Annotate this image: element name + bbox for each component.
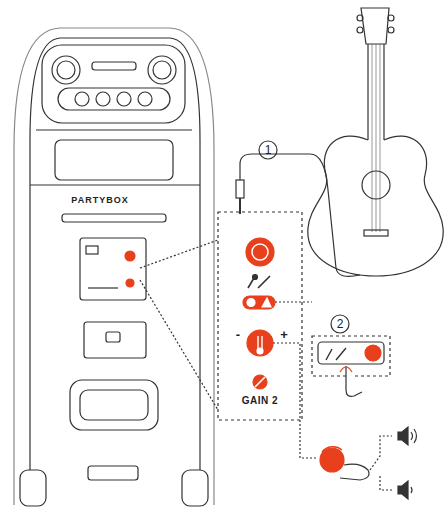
line-art <box>308 136 443 276</box>
line-art <box>357 15 363 21</box>
line-art <box>239 198 241 214</box>
line-art <box>240 154 360 276</box>
line-art <box>252 244 268 260</box>
line-art <box>370 436 392 490</box>
line-art <box>331 315 349 333</box>
speaker-body <box>14 28 214 506</box>
line-art <box>411 429 417 443</box>
line-art <box>55 140 173 180</box>
line-art <box>248 276 270 288</box>
line-art <box>42 45 185 123</box>
volume-knob-leader <box>273 343 318 458</box>
guitar <box>308 8 443 276</box>
line-art <box>106 332 120 342</box>
line-art <box>259 141 277 159</box>
line-art <box>20 470 46 506</box>
line-art <box>255 377 265 387</box>
control-label: GAIN 2 <box>236 396 284 406</box>
line-art <box>247 330 273 356</box>
line-art <box>126 279 134 287</box>
line-art <box>253 375 267 389</box>
line-art <box>340 464 369 480</box>
line-art <box>326 348 346 360</box>
line-art <box>318 342 384 364</box>
line-art <box>246 238 274 266</box>
line-art <box>275 301 312 302</box>
line-art <box>58 88 170 110</box>
line-art <box>117 92 131 106</box>
line-art <box>153 61 171 79</box>
line-art <box>57 61 75 79</box>
line-art <box>75 92 89 106</box>
line-art <box>236 180 244 198</box>
line-art <box>36 129 192 130</box>
guitar-cable <box>236 154 360 276</box>
line-art <box>70 380 158 430</box>
line-art <box>138 92 152 106</box>
line-art <box>320 448 344 472</box>
line-art <box>253 275 258 280</box>
line-art <box>30 38 200 505</box>
input-panel-zoom <box>218 212 302 420</box>
line-art <box>80 390 148 420</box>
line-art <box>273 343 318 458</box>
line-art <box>14 28 214 505</box>
line-art <box>218 212 302 420</box>
line-art <box>361 8 389 44</box>
line-art <box>140 240 218 268</box>
line-art <box>365 345 381 361</box>
line-art <box>140 280 218 410</box>
brand-label: PARTYBOX <box>70 196 130 205</box>
line-art <box>96 92 110 106</box>
line-art <box>372 44 380 232</box>
line-art <box>257 348 263 354</box>
line-art <box>62 214 166 222</box>
line-art <box>398 481 408 499</box>
control-label: - <box>232 328 244 341</box>
line-art <box>84 322 146 358</box>
line-art <box>388 15 394 21</box>
volume-knob-hand <box>320 436 392 490</box>
line-art <box>340 367 352 372</box>
line-art <box>357 27 363 33</box>
line-art <box>88 287 118 288</box>
line-art <box>30 184 200 185</box>
speaker-icons <box>398 427 417 499</box>
line-art <box>182 470 208 506</box>
line-art <box>88 466 138 480</box>
line-art <box>92 62 136 70</box>
line-art <box>247 299 255 307</box>
line-art <box>262 298 271 307</box>
line-art <box>312 336 390 376</box>
line-art <box>243 296 275 309</box>
zoom-leader <box>140 240 218 410</box>
line-art <box>346 366 362 396</box>
line-art <box>388 27 394 33</box>
callout-number: 1 <box>258 144 278 156</box>
line-art <box>322 447 342 452</box>
line-art <box>125 251 135 261</box>
line-art <box>86 246 98 254</box>
line-art <box>148 56 176 84</box>
callout-circles <box>259 141 349 333</box>
callout-number: 2 <box>330 318 350 330</box>
mode-button-zoom <box>275 302 390 396</box>
control-label: + <box>278 328 290 341</box>
line-art <box>398 427 408 445</box>
line-art <box>411 487 412 493</box>
line-art <box>52 56 80 84</box>
line-art <box>80 238 146 300</box>
